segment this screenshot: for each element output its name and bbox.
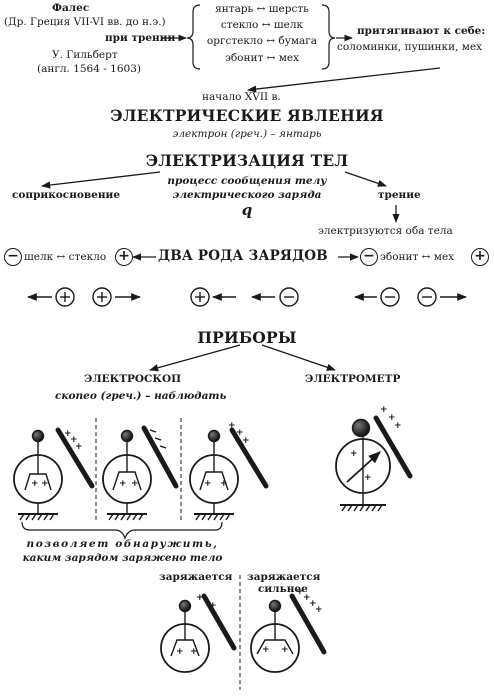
svg-text:+: + [309, 599, 317, 609]
attract-items: соломинки, пушинки, мех [337, 41, 483, 53]
electrometer-device [335, 415, 413, 512]
date-label: начало XVII в. [202, 91, 281, 103]
svg-text:+: + [388, 413, 396, 423]
separator-lines [95, 418, 241, 690]
svg-text:+: + [70, 435, 78, 445]
electroscope-etymology: скопео (греч.) – наблюдать [55, 390, 227, 402]
svg-text:+: + [220, 479, 228, 489]
phenomena-etymology: электрон (греч.) – янтарь [172, 128, 322, 140]
svg-text:+: + [75, 442, 83, 452]
electroscope-charging [160, 593, 237, 673]
electroscope-positive [189, 427, 269, 521]
friction-result: электризуются оба тела [318, 225, 453, 237]
allows-detect-line2: каким зарядом заряжено тело [22, 552, 223, 564]
svg-text:+: + [380, 405, 388, 415]
svg-text:+: + [364, 473, 372, 483]
electroscope-label: ЭЛЕКТРОСКОП [84, 373, 182, 385]
electrometer-label: ЭЛЕКТРОМЕТР [305, 373, 401, 385]
left-charge-pair: шелк ↔ стекло [24, 251, 107, 263]
to-friction-arrow [344, 171, 387, 187]
svg-text:+: + [394, 421, 402, 431]
svg-text:+: + [209, 601, 217, 611]
attract-label: притягивают к себе: [357, 25, 486, 37]
pair-plexiglass-paper: оргстекло ↔ бумага [206, 35, 318, 47]
by-friction-label: при трении [105, 32, 176, 44]
charge-interaction-row [27, 287, 467, 307]
gilbert-name: У. Гильберт [52, 49, 118, 61]
charging-stronger-label-2: сильнее [258, 583, 308, 595]
svg-text:+: + [228, 421, 236, 431]
charge-symbol: q [241, 201, 253, 219]
svg-text:+: + [119, 479, 127, 489]
electroscope-positive-signs: +++ ++ [204, 421, 250, 489]
svg-text:+: + [350, 449, 358, 459]
svg-text:+: + [41, 479, 49, 489]
electroscope-charging-stronger-signs: ++++ ++ [262, 587, 323, 655]
svg-text:+: + [236, 428, 244, 438]
svg-text:+: + [131, 479, 139, 489]
charging-label: заряжается [159, 571, 233, 583]
svg-text:+: + [31, 479, 39, 489]
svg-text:+: + [296, 587, 304, 597]
svg-text:+: + [315, 605, 323, 615]
pair-amber-wool: янтарь ↔ шерсть [215, 3, 309, 15]
plus-sign-right: + [471, 248, 489, 266]
svg-text:+: + [196, 593, 204, 603]
right-brace [321, 4, 336, 70]
charging-stronger-label-1: заряжается [247, 571, 321, 583]
electroscope-negative [102, 425, 179, 521]
contact-label: соприкосновение [12, 189, 121, 201]
svg-text:+: + [303, 593, 311, 603]
to-contact-arrow [41, 171, 161, 189]
svg-text:+: + [176, 647, 184, 657]
pair-glass-silk: стекло ↔ шелк [220, 19, 304, 31]
electroscope-neutral [13, 427, 95, 521]
svg-text:+: + [242, 436, 250, 446]
svg-text:+: + [64, 429, 72, 439]
gilbert-info: (англ. 1564 - 1603) [37, 63, 141, 75]
bottom-brace [21, 521, 223, 540]
svg-text:+: + [190, 647, 198, 657]
electroscope-negative-signs: ++ [119, 479, 139, 489]
thales-info: (Др. Греция VII-VI вв. до н.э.) [4, 16, 166, 28]
plus-sign-left: + [115, 248, 133, 266]
devices-title: ПРИБОРЫ [197, 328, 297, 347]
electroscope-charging-signs: + + + + [176, 593, 217, 657]
left-brace [186, 4, 201, 70]
minus-sign-left: − [4, 248, 22, 266]
svg-text:+: + [262, 645, 270, 655]
electrization-definition-1: процесс сообщения телу [167, 175, 327, 187]
electrization-definition-2: электрического заряда [172, 189, 322, 201]
electrometer-signs: +++ ++ [350, 405, 402, 483]
history-to-phenomena-arrow [247, 67, 441, 93]
friction-label: трение [378, 189, 421, 201]
thales-name: Фалес [52, 2, 90, 14]
minus-sign-right: − [360, 248, 378, 266]
electroscope-charging-stronger [250, 593, 327, 673]
allows-detect-line1: позволяет обнаружить, [26, 538, 219, 550]
svg-text:+: + [204, 479, 212, 489]
phenomena-title: ЭЛЕКТРИЧЕСКИЕ ЯВЛЕНИЯ [110, 106, 384, 125]
electroscope-neutral-signs: +++ ++ [31, 429, 83, 489]
pair-ebonite-fur: эбонит ↔ мех [224, 52, 300, 64]
charges-title: ДВА РОДА ЗАРЯДОВ [158, 248, 328, 264]
right-charge-pair: эбонит ↔ мех [380, 251, 455, 263]
svg-text:+: + [281, 645, 289, 655]
electrization-title: ЭЛЕКТРИЗАЦИЯ ТЕЛ [145, 151, 349, 170]
devices-arrows [149, 344, 336, 372]
